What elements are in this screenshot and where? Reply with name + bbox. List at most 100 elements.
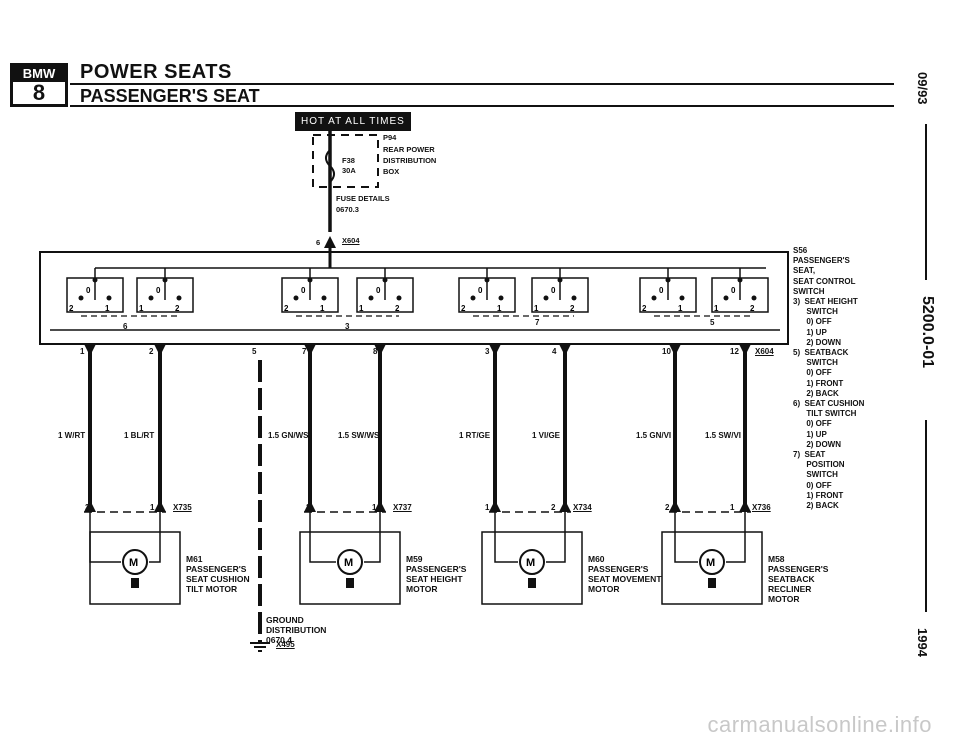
switch-position-label: 1 <box>320 304 325 313</box>
switch-number: 5 <box>710 318 715 327</box>
wire-connector-symbol <box>374 500 386 512</box>
switch-position-label: 2 <box>570 304 575 313</box>
pin-label: 10 <box>662 347 671 356</box>
switch-node <box>293 295 299 301</box>
wire-connector-symbol <box>154 344 166 356</box>
motor-symbol-label: M <box>129 557 138 569</box>
switch-position-label: 2 <box>750 304 755 313</box>
motor-connector: X737 <box>393 503 412 512</box>
legend-line: 7) SEAT <box>793 450 826 460</box>
motor-lead <box>89 512 121 563</box>
wire-label: 1 BL/RT <box>124 431 155 440</box>
switch-position-label: 0 <box>156 286 161 295</box>
motor-housing <box>299 531 401 605</box>
switch-position-label: 1 <box>714 304 719 313</box>
wire-connector-symbol <box>559 500 571 512</box>
legend-line: 0) OFF <box>793 368 832 378</box>
bmw-logo: BMW 8 <box>10 63 68 107</box>
motor-lead <box>546 512 566 563</box>
ground-connector: X495 <box>276 640 295 649</box>
motor-lead <box>364 512 381 563</box>
wire-connector-symbol <box>669 500 681 512</box>
pin-label: 5 <box>252 347 257 356</box>
distribution-box-outline <box>312 134 379 188</box>
switch-position-label: 2 <box>69 304 74 313</box>
motor-pin: 2 <box>551 503 556 512</box>
motor-ground-icon <box>708 578 716 588</box>
switch-node <box>307 277 313 283</box>
switch-position-label: 0 <box>551 286 556 295</box>
legend-line: 0) OFF <box>793 317 832 327</box>
switch-node <box>751 295 757 301</box>
switch-number: 3 <box>345 322 350 331</box>
legend-line: 2) DOWN <box>793 337 841 347</box>
switch-node <box>368 295 374 301</box>
switch-position-label: 2 <box>395 304 400 313</box>
pin-label: 1 <box>80 347 85 356</box>
switch-position-label: 2 <box>284 304 289 313</box>
motor-housing <box>661 531 763 605</box>
motor-pin: 2 <box>665 503 670 512</box>
legend-line: SEAT CONTROL <box>793 276 856 286</box>
motor-lead <box>674 512 698 563</box>
switch-position-label: 0 <box>301 286 306 295</box>
legend-line: 6) SEAT CUSHION <box>793 399 865 409</box>
wire-connector-symbol <box>84 344 96 356</box>
legend-line: SEAT, <box>793 266 816 276</box>
switch-node <box>723 295 729 301</box>
wire-label: 1.5 SW/WS <box>338 431 380 440</box>
wire-connector-symbol <box>739 344 751 356</box>
fuse-details-label: FUSE DETAILS <box>336 194 390 203</box>
wire-connector-symbol <box>84 500 96 512</box>
switch-node <box>679 295 685 301</box>
switch-node <box>651 295 657 301</box>
pin-label: 4 <box>552 347 557 356</box>
motor-connector: X734 <box>573 503 592 512</box>
motor-housing <box>481 531 583 605</box>
switch-node <box>484 277 490 283</box>
motor-symbol <box>699 549 725 575</box>
switch-node <box>78 295 84 301</box>
switch-node <box>737 277 743 283</box>
legend-line: 1) UP <box>793 429 827 439</box>
switch-number: 6 <box>123 322 128 331</box>
page-title: POWER SEATS <box>80 61 232 83</box>
switch-node <box>543 295 549 301</box>
switch-node <box>665 277 671 283</box>
switch-node <box>162 277 168 283</box>
motor-lead <box>309 512 336 563</box>
switch-position-label: 2 <box>642 304 647 313</box>
wire-connector-symbol <box>559 344 571 356</box>
motor-ground-icon <box>528 578 536 588</box>
legend-line: 1) FRONT <box>793 378 844 388</box>
legend-line: SWITCH <box>793 286 825 296</box>
fuse-details-ref: 0670.3 <box>336 205 359 214</box>
legend-line: 2) BACK <box>793 388 839 398</box>
fuse-symbol <box>325 149 335 183</box>
switch-position-label: 0 <box>376 286 381 295</box>
legend-line: 1) UP <box>793 327 827 337</box>
fuse-rating: 30A <box>342 166 356 175</box>
page-subtitle: PASSENGER'S SEAT <box>80 86 260 106</box>
wire-connector-symbol <box>739 500 751 512</box>
supply-pin: 6 <box>316 238 321 247</box>
switch-node <box>382 277 388 283</box>
switch-position-label: 1 <box>359 304 364 313</box>
switch-position-label: 1 <box>497 304 502 313</box>
motor-pin: 1 <box>150 503 155 512</box>
pin-label: 7 <box>302 347 307 356</box>
wire-label: 1 RT/GE <box>459 431 491 440</box>
legend-line: PASSENGER'S <box>793 256 850 266</box>
switch-node <box>148 295 154 301</box>
supply-connector: X604 <box>342 236 360 245</box>
logo-number: 8 <box>32 80 46 105</box>
wire-label: 1.5 SW/VI <box>705 431 742 440</box>
legend-line: SWITCH <box>793 358 838 368</box>
switch-node <box>92 277 98 283</box>
wire-connector-symbol <box>489 500 501 512</box>
legend-line: SWITCH <box>793 470 838 480</box>
switch-position-label: 0 <box>659 286 664 295</box>
